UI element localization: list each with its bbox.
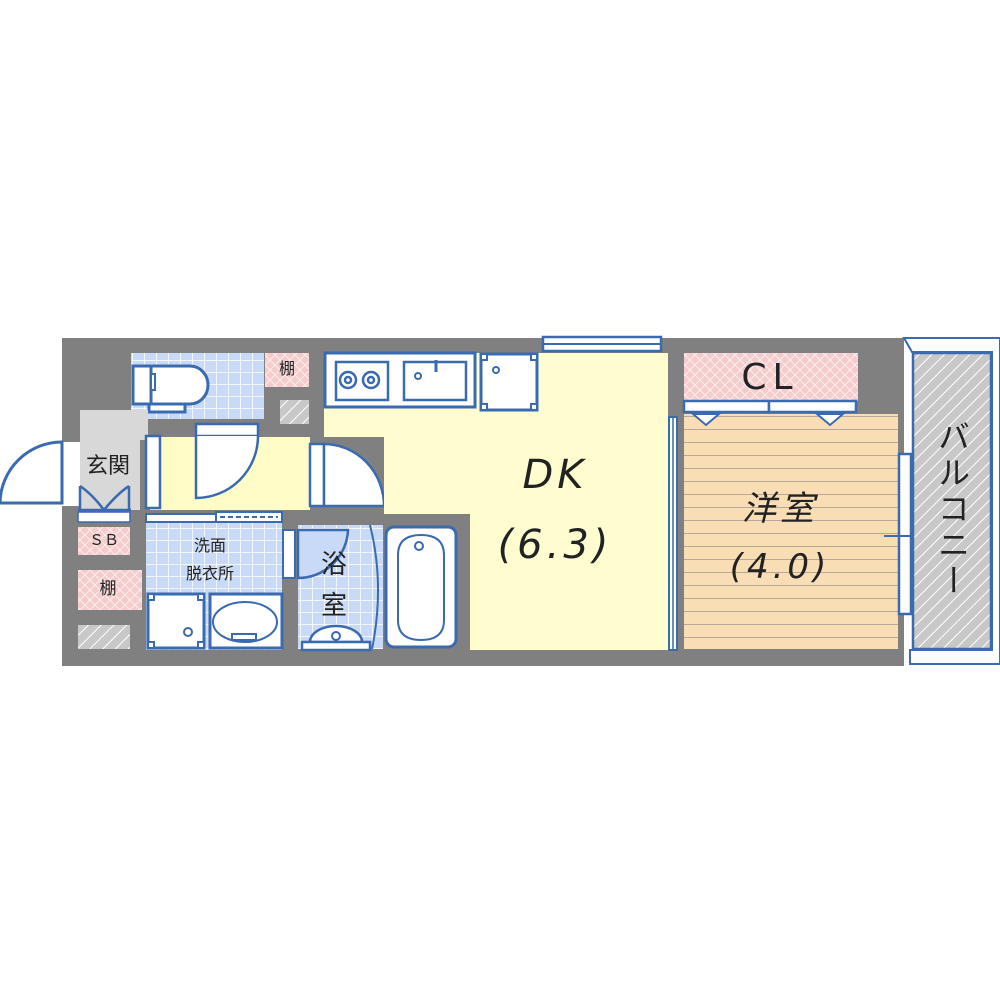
- toilet-icon: [131, 364, 210, 414]
- bath-drain-icon: [300, 624, 372, 652]
- bathtub-icon: [384, 525, 458, 649]
- window-balcony: [884, 452, 926, 616]
- shoe-box: [78, 527, 130, 555]
- dk-size-label: (6.3): [497, 522, 613, 568]
- bathroom-label-line2: 室: [320, 591, 347, 621]
- entrance-label: 玄関: [85, 454, 130, 479]
- wash-basin-icon: [208, 592, 284, 650]
- dk-floor: [470, 514, 668, 650]
- sliding-door-partition: [668, 416, 678, 651]
- closet-doors: [682, 399, 858, 414]
- dk-label: DK: [522, 452, 588, 498]
- shelf-entrance-label: 棚: [99, 579, 117, 599]
- dk-door-swing: [322, 442, 386, 508]
- balcony-label: バルコニー: [933, 420, 971, 600]
- shelf-toilet-label: 棚: [278, 359, 295, 378]
- pipe-space-2: [78, 625, 130, 649]
- refrigerator-icon: [479, 352, 539, 412]
- entrance-door-icon: [0, 440, 64, 505]
- closet-door-markers: [690, 413, 846, 427]
- balcony-floor: [911, 351, 993, 651]
- closet-label: CL: [741, 357, 799, 398]
- western-room-label: 洋室: [742, 489, 818, 529]
- western-room-floor: [684, 414, 898, 649]
- bathroom-label-line1: 浴: [320, 550, 347, 580]
- western-room-size-label: (4.0): [729, 547, 831, 587]
- window-dk: [541, 335, 663, 353]
- sink-icon: [414, 360, 438, 380]
- gas-stove-icon: [338, 370, 381, 390]
- washroom-label-line2: 脱衣所: [185, 564, 234, 583]
- shoebox-doors-icon: [78, 484, 131, 512]
- shelf-entrance: [78, 570, 142, 610]
- shelf-toilet: [265, 353, 309, 387]
- toilet-door-swing: [194, 435, 260, 500]
- kitchen-counter-icon: [323, 351, 477, 409]
- shoebox-label: ＳＢ: [88, 531, 119, 549]
- washing-machine-icon: [146, 592, 206, 650]
- closet-area: [684, 353, 858, 401]
- pipe-space-1: [280, 400, 309, 424]
- washroom-label-line1: 洗面: [193, 536, 226, 555]
